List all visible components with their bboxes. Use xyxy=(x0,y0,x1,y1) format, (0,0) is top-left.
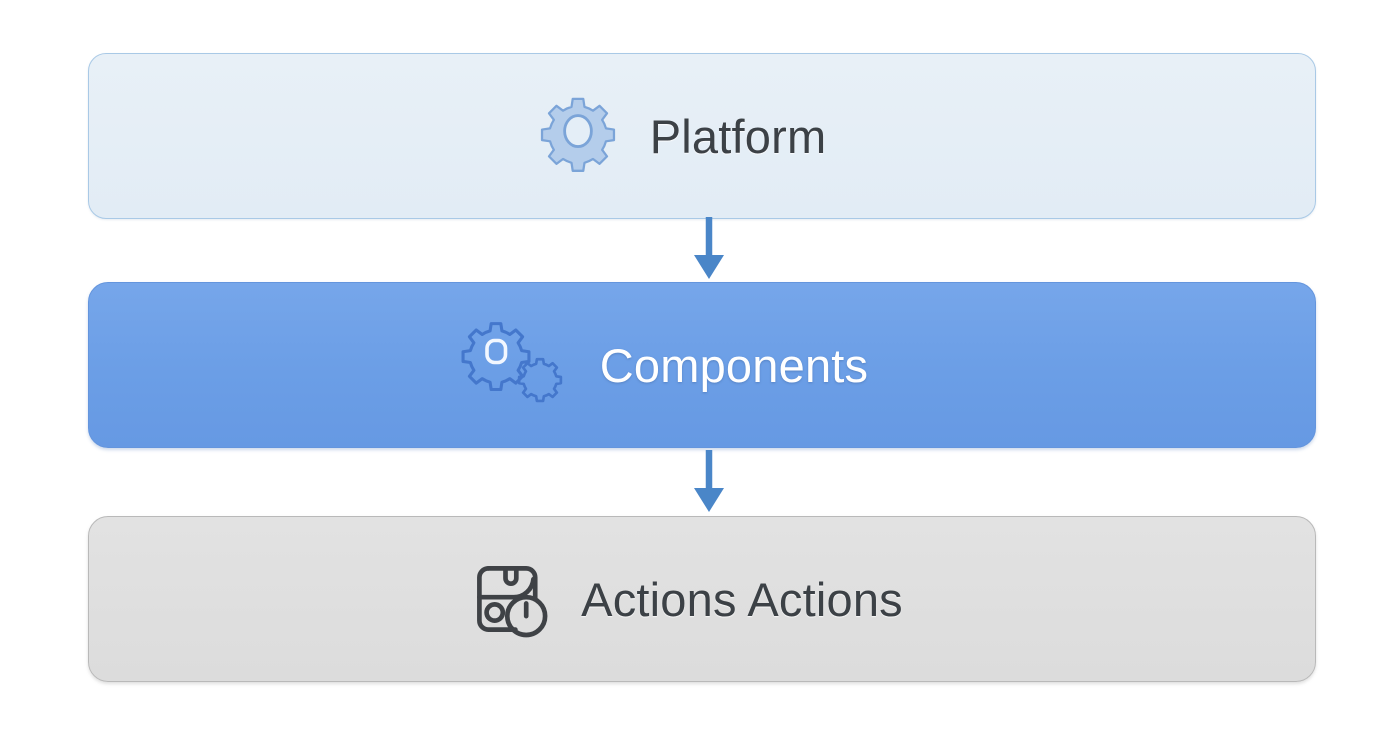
node-platform[interactable]: Platform xyxy=(88,53,1316,219)
node-components-label: Components xyxy=(599,338,869,392)
node-actions-content: Actions Actions xyxy=(465,554,903,644)
device-clock-icon xyxy=(465,554,555,644)
node-actions-label: Actions Actions xyxy=(581,572,903,626)
node-components[interactable]: Components xyxy=(88,282,1316,448)
arrow-platform-to-components xyxy=(694,217,724,279)
arrow-components-to-actions xyxy=(694,450,724,512)
node-platform-label: Platform xyxy=(649,109,827,163)
gear-icon xyxy=(534,92,622,180)
node-components-content: Components xyxy=(452,317,869,413)
node-platform-content: Platform xyxy=(534,92,827,180)
node-actions[interactable]: Actions Actions xyxy=(88,516,1316,682)
two-gears-icon xyxy=(452,317,570,413)
